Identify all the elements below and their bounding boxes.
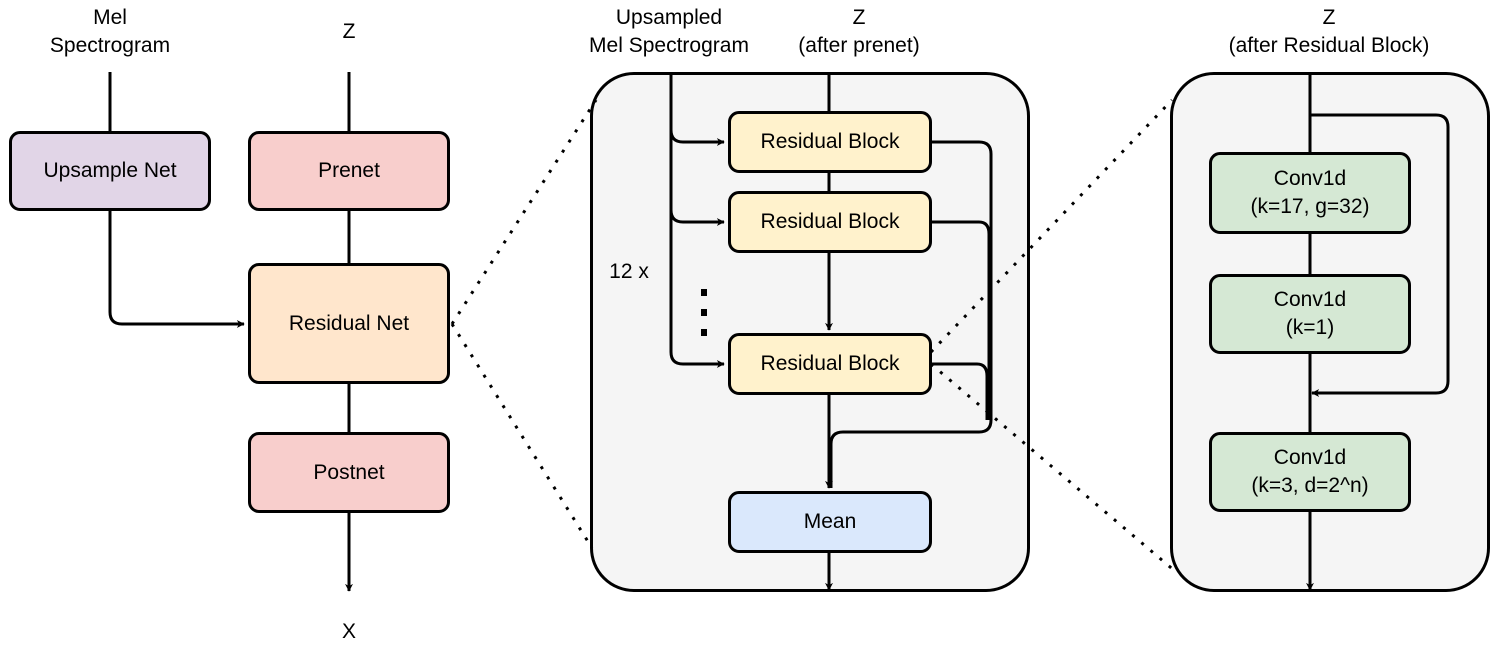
residual-skip-arrow xyxy=(1310,113,1450,397)
skip-line-3 xyxy=(931,362,989,420)
conv1d-dilated-block[interactable]: Conv1d (k=3, d=2^n) xyxy=(1209,432,1411,512)
skip-merge-line xyxy=(829,419,993,488)
conv1d-grouped-block[interactable]: Conv1d (k=17, g=32) xyxy=(1209,152,1411,234)
repeat-count-label: 12 x xyxy=(609,260,649,283)
prenet-block[interactable]: Prenet xyxy=(248,131,450,211)
z-input-label: Z xyxy=(342,20,356,43)
residual-block-2[interactable]: Residual Block xyxy=(728,191,932,253)
zoom-guide-bottom-right xyxy=(930,362,1177,574)
upsample-net-block[interactable]: Upsample Net xyxy=(9,131,211,211)
residual-block-1[interactable]: Residual Block xyxy=(728,111,932,173)
mean-block[interactable]: Mean xyxy=(728,491,932,553)
cond-arrow-1 xyxy=(669,129,725,146)
ellipsis-dots xyxy=(701,289,707,336)
zoom-guide-bottom-left xyxy=(450,323,594,549)
zoom-guide-top-left xyxy=(450,99,598,325)
z-after-residual-block-label: Z (after Residual Block) xyxy=(1228,6,1430,57)
conv1d-pointwise-block[interactable]: Conv1d (k=1) xyxy=(1209,274,1411,354)
cond-arrow-3 xyxy=(669,351,725,368)
mel-spectrogram-label: Mel Spectrogram xyxy=(49,6,171,57)
residual-block-3[interactable]: Residual Block xyxy=(728,333,932,395)
zoom-guide-top-right xyxy=(929,98,1174,354)
upsample-to-residual-arrow xyxy=(108,210,245,328)
postnet-block[interactable]: Postnet xyxy=(248,432,450,513)
x-output-label: X xyxy=(341,620,356,643)
upsampled-mel-label: Upsampled Mel Spectrogram xyxy=(589,6,749,57)
cond-arrow-2 xyxy=(669,209,725,226)
skip-line-2 xyxy=(931,220,991,420)
residual-net-block[interactable]: Residual Net xyxy=(248,263,450,384)
skip-line-1 xyxy=(931,140,993,420)
z-after-prenet-label: Z (after prenet) xyxy=(798,6,920,57)
